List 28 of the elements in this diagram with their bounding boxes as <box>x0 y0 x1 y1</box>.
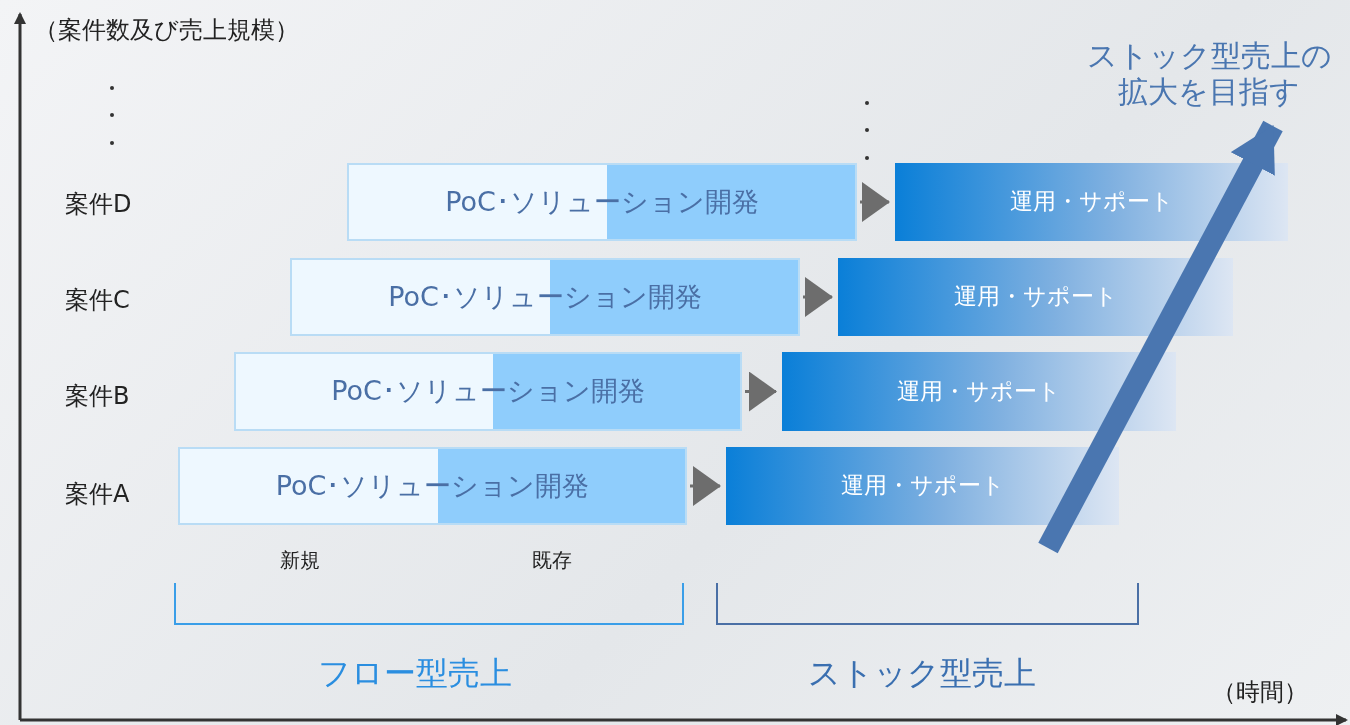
category-label: フロー型売上 <box>318 653 512 694</box>
process-box <box>782 352 1176 431</box>
process-box <box>726 447 1119 525</box>
process-box <box>895 163 1288 241</box>
process-box <box>178 447 687 525</box>
axis-label: （案件数及び売上規模） <box>34 15 299 46</box>
arrow <box>860 182 890 222</box>
arrow <box>690 466 721 506</box>
process-box <box>234 352 742 431</box>
column-label: 新規 <box>280 547 320 574</box>
category-label: ストック型売上 <box>808 653 1036 694</box>
arrow <box>745 371 777 412</box>
row-label: 案件B <box>65 381 130 412</box>
axis-label: （時間） <box>1212 677 1308 708</box>
box-label: 運用・サポート <box>840 472 1005 500</box>
growth-arrow <box>1038 120 1283 554</box>
box-label: 運用・サポート <box>1009 188 1174 216</box>
row-label: 案件C <box>65 285 130 316</box>
row-label: 案件D <box>65 189 132 220</box>
row-label: 案件A <box>65 479 130 510</box>
process-box <box>347 163 857 241</box>
box-label: 運用・サポート <box>953 283 1118 311</box>
process-box <box>838 258 1233 336</box>
arrow <box>803 277 833 317</box>
box-label: 運用・サポート <box>897 377 1061 406</box>
column-label: 既存 <box>532 547 572 574</box>
process-box <box>290 258 800 336</box>
goal-text: ストック型売上の拡大を目指す <box>1085 38 1333 110</box>
